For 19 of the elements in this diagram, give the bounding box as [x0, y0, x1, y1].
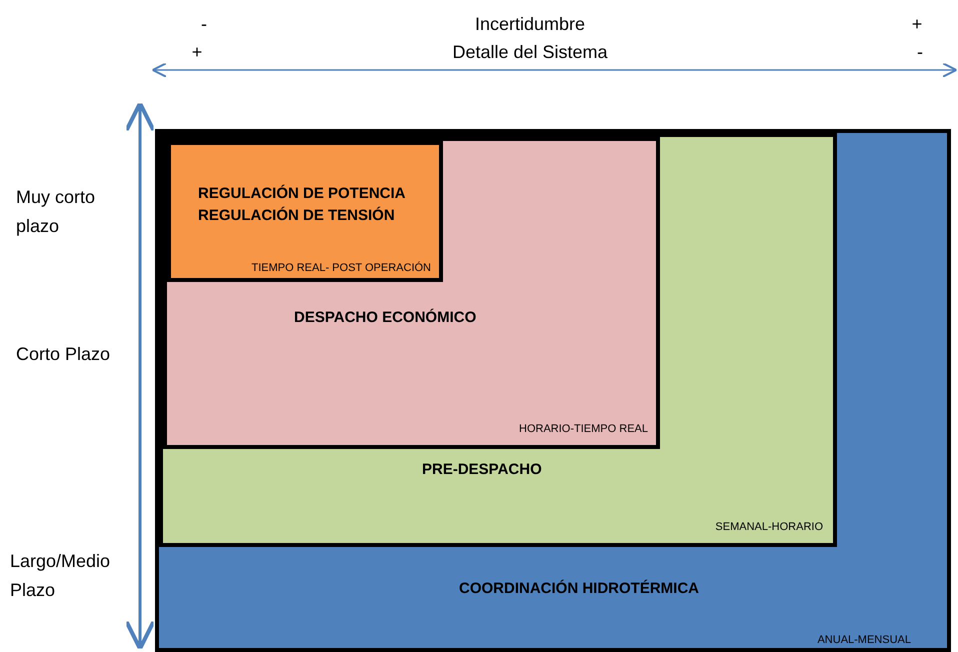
region-title: PRE-DESPACHO [422, 461, 542, 478]
region-title: REGULACIÓN DE TENSIÓN [198, 207, 395, 224]
sign-label: - [200, 13, 208, 36]
time-range-label: HORARIO-TIEMPO REAL [519, 423, 648, 435]
sign-label: + [910, 13, 924, 36]
region-title: DESPACHO ECONÓMICO [294, 309, 476, 326]
time-range-label: ANUAL-MENSUAL [817, 634, 911, 646]
region-title: COORDINACIÓN HIDROTÉRMICA [459, 580, 699, 597]
axis-label: Detalle del Sistema [451, 41, 609, 64]
time-horizon-label: Muy corto plazo [16, 186, 96, 238]
time-range-label: TIEMPO REAL- POST OPERACIÓN [252, 262, 431, 274]
nested-region-box [155, 129, 951, 652]
time-horizon-label: Largo/Medio Plazo [10, 550, 110, 602]
axis-label: Incertidumbre [474, 13, 586, 36]
region-title: REGULACIÓN DE POTENCIA [198, 185, 406, 202]
sign-label: - [916, 41, 924, 64]
sign-label: + [190, 41, 204, 64]
time-range-label: SEMANAL-HORARIO [715, 521, 823, 533]
time-horizon-label: Corto Plazo [16, 343, 112, 366]
